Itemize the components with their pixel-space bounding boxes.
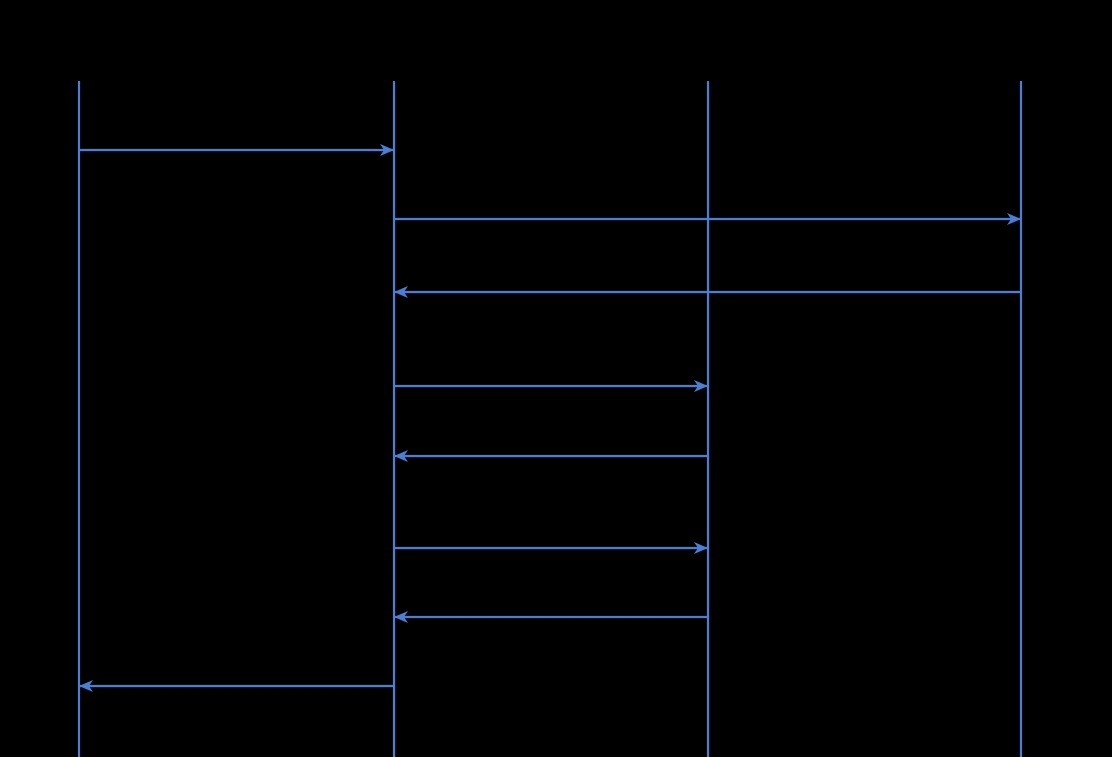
messages-group: [79, 144, 1021, 692]
lifelines-group: [77, 81, 1023, 757]
